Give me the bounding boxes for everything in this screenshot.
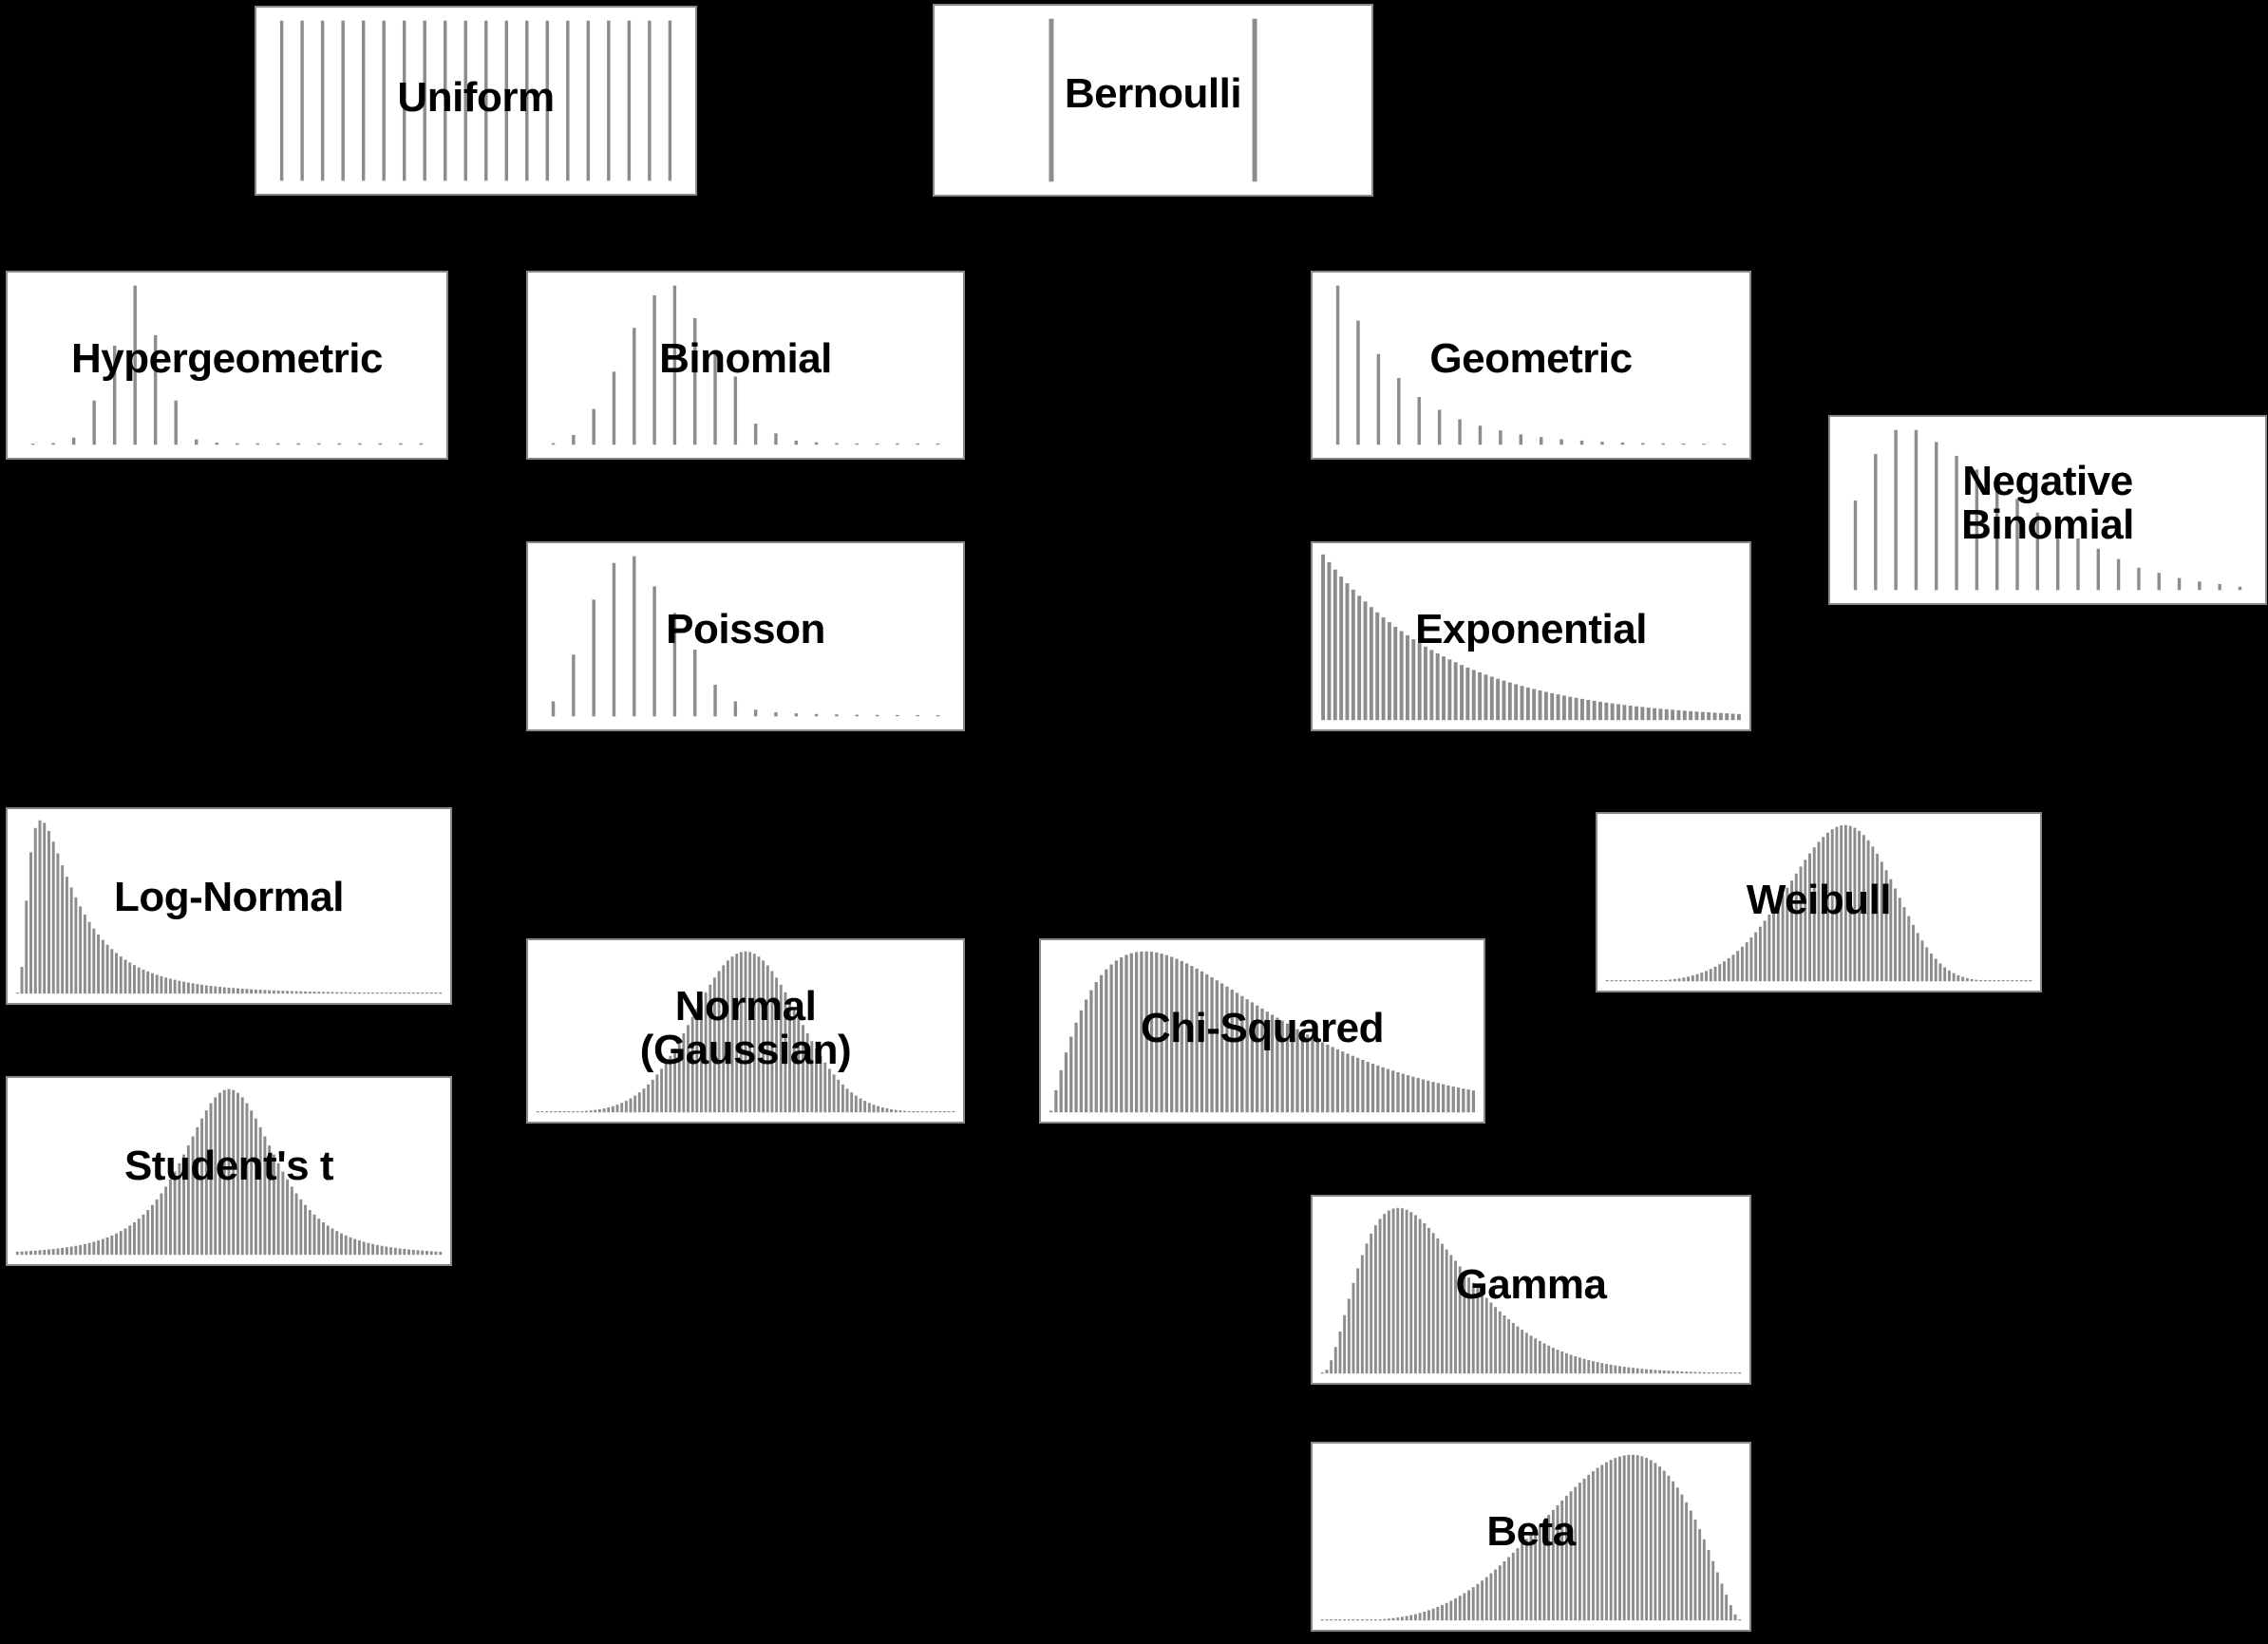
distribution-panel-geometric: Geometric <box>1311 271 1751 460</box>
plot-gamma <box>1320 1207 1742 1374</box>
plot-hypergeometric <box>30 285 424 445</box>
plot-poisson <box>551 556 940 717</box>
distribution-panel-binomial: Binomial <box>526 271 965 460</box>
plot-binomial <box>551 285 940 445</box>
plot-beta <box>1320 1454 1742 1621</box>
distribution-panel-gamma: Gamma <box>1311 1195 1751 1385</box>
distribution-panel-log-normal: Log-Normal <box>6 807 452 1005</box>
plot-uniform <box>279 20 672 181</box>
plot-bernoulli <box>1049 18 1257 182</box>
plot-students-t <box>15 1088 443 1256</box>
plot-geometric <box>1335 285 1727 445</box>
distribution-panel-negative-binomial: Negative Binomial <box>1828 415 2267 605</box>
plot-chi-squared <box>1049 951 1476 1113</box>
distribution-panel-uniform: Uniform <box>255 6 697 196</box>
plot-negative-binomial <box>1853 429 2242 591</box>
plot-exponential <box>1321 554 1741 721</box>
plot-normal-gaussian <box>536 951 955 1113</box>
distribution-panel-normal-gaussian: Normal (Gaussian) <box>526 938 965 1124</box>
distribution-panel-exponential: Exponential <box>1311 541 1751 731</box>
distribution-panel-chi-squared: Chi-Squared <box>1039 938 1485 1124</box>
plot-weibull <box>1605 824 2032 982</box>
plot-log-normal <box>15 820 443 994</box>
distribution-panel-bernoulli: Bernoulli <box>933 4 1373 197</box>
distribution-panel-weibull: Weibull <box>1596 812 2042 992</box>
distribution-panel-poisson: Poisson <box>526 541 965 731</box>
distribution-panel-hypergeometric: Hypergeometric <box>6 271 448 460</box>
distribution-panel-students-t: Student's t <box>6 1076 452 1266</box>
distribution-panel-beta: Beta <box>1311 1442 1751 1632</box>
